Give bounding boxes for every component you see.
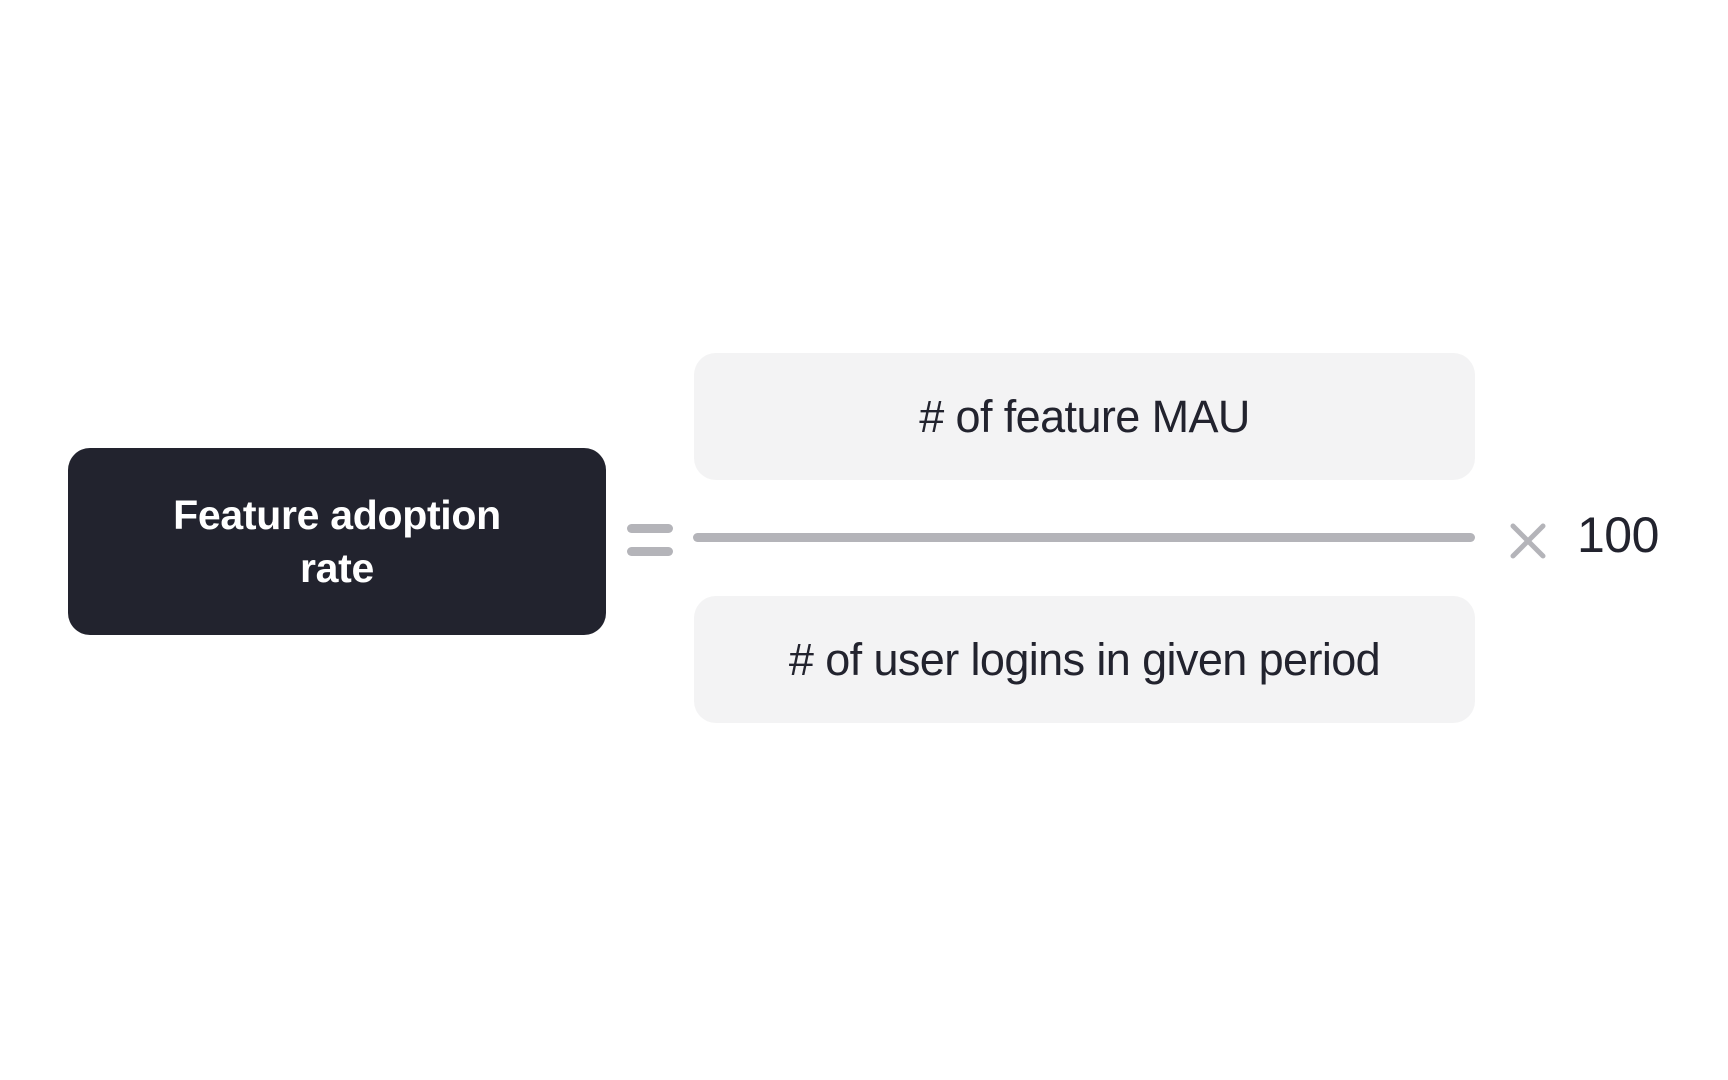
equals-icon [627, 524, 673, 556]
denominator-box: # of user logins in given period [694, 596, 1475, 723]
numerator-label: # of feature MAU [919, 390, 1250, 442]
numerator-box: # of feature MAU [694, 353, 1475, 480]
equals-icon-bar-top [627, 524, 673, 533]
multiply-icon [1508, 521, 1548, 561]
multiplier-value: 100 [1577, 507, 1659, 563]
fraction-group: # of feature MAU # of user logins in giv… [693, 353, 1475, 723]
denominator-label: # of user logins in given period [788, 633, 1381, 685]
fraction-bar [693, 533, 1475, 542]
equals-icon-bar-bottom [627, 547, 673, 556]
metric-name-label: Feature adoption rate [173, 492, 501, 591]
metric-name-box: Feature adoption rate [68, 448, 606, 635]
